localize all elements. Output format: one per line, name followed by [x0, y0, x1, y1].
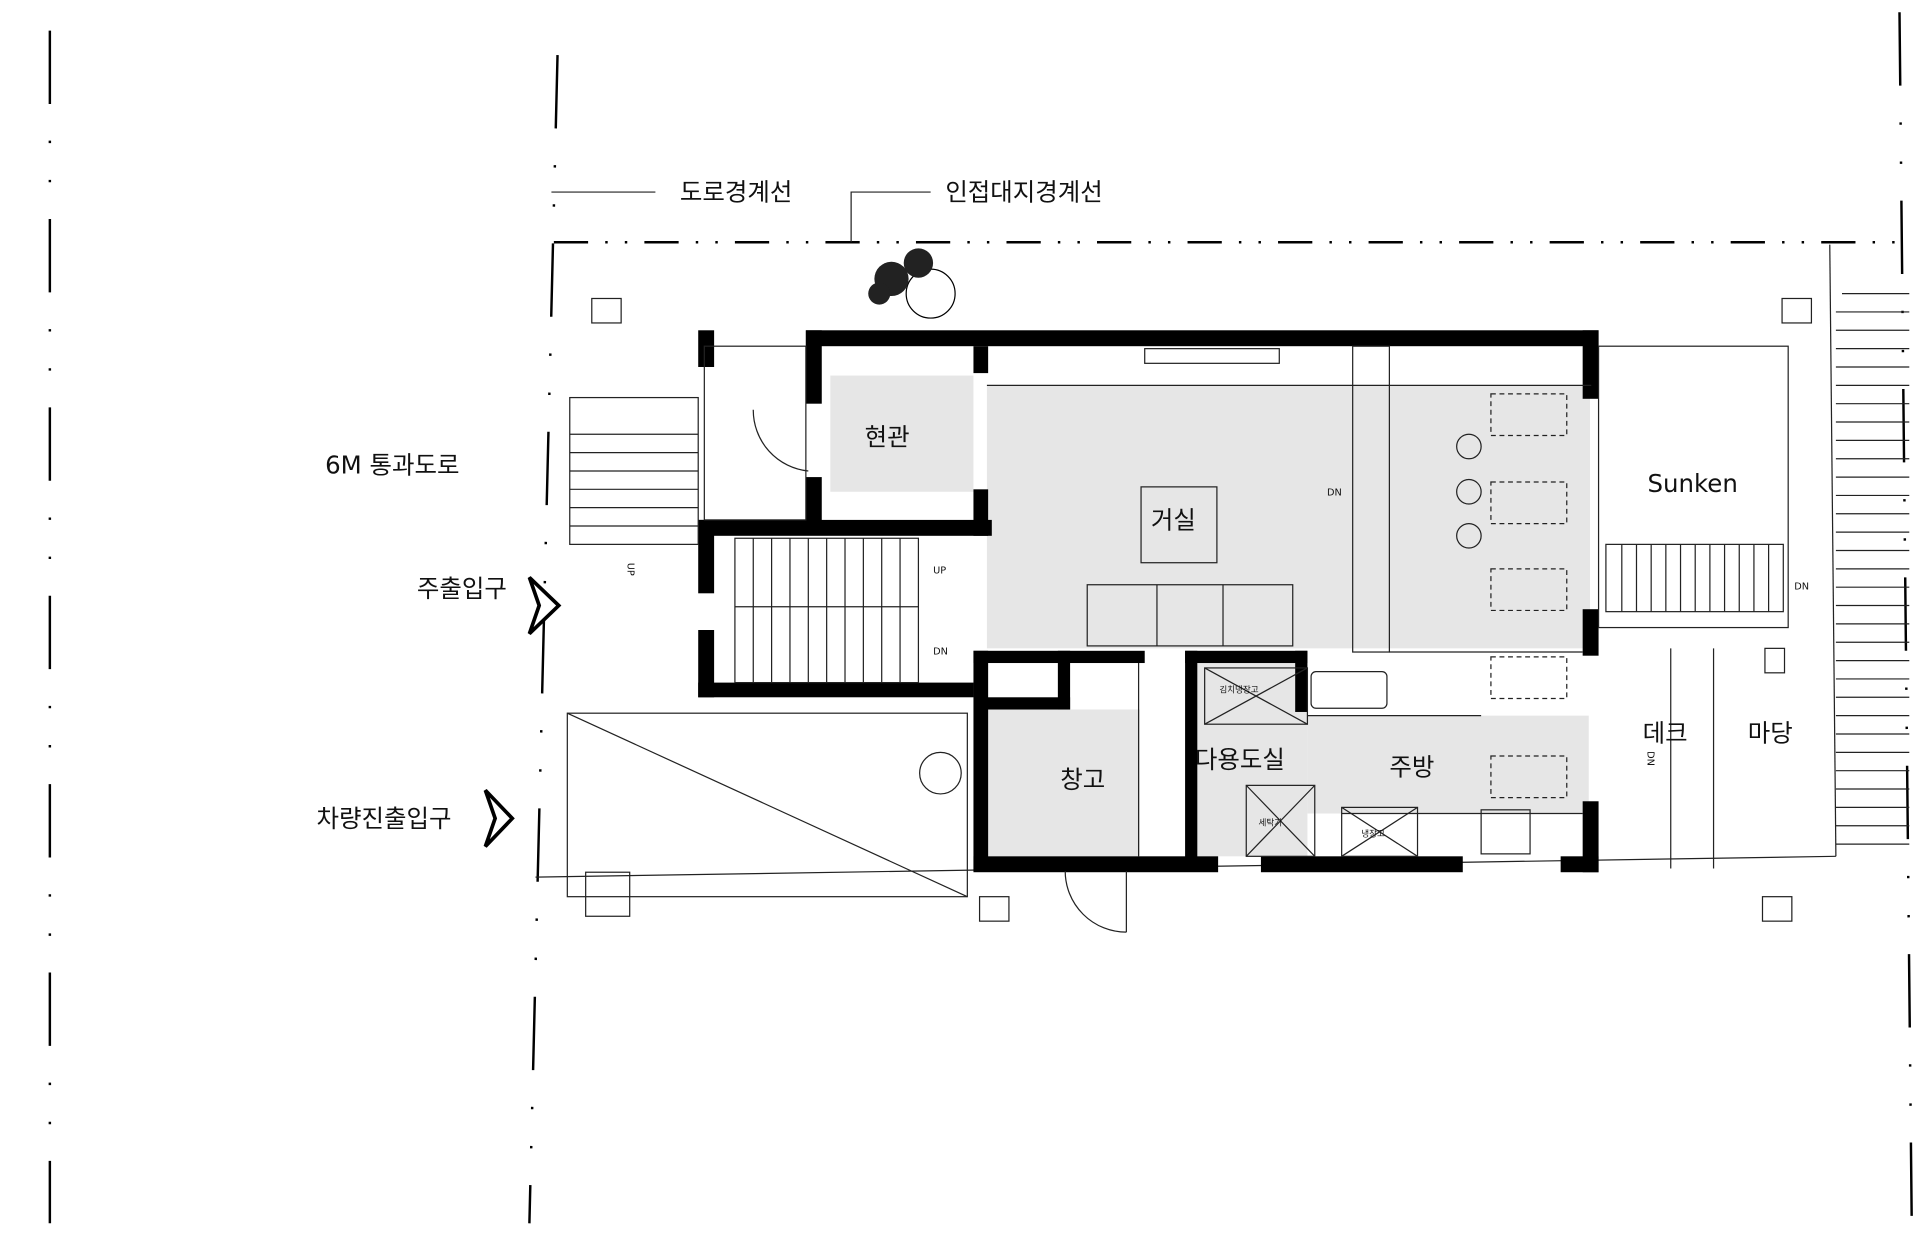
adjacent-boundary-label: 인접대지경계선 — [945, 178, 1102, 207]
storage-door[interactable] — [1064, 870, 1127, 933]
main-entrance-label: 주출입구 — [417, 574, 507, 603]
stair-up-label: UP — [933, 566, 946, 577]
walls — [698, 330, 1599, 873]
vehicle-entrance-label: 차량진출입구 — [317, 804, 452, 833]
room-label-yard: 마당 — [1748, 718, 1793, 747]
cooktop-icon — [1480, 809, 1531, 855]
vehicle-entrance-arrow-icon — [483, 788, 515, 848]
utility-floor — [1197, 663, 1308, 857]
room-label-deck: 데크 — [1643, 718, 1688, 747]
sunken-dn-label: DN — [1794, 582, 1809, 593]
entrance-floor — [830, 375, 974, 492]
yard-stairs — [1829, 244, 1910, 857]
room-label-living: 거실 — [1151, 505, 1196, 534]
room-label-utility: 다용도실 — [1195, 745, 1285, 774]
fridge-label: 냉장고 — [1361, 829, 1385, 840]
yard-steps — [569, 311, 1910, 845]
kitchen-sink-icon — [1310, 670, 1388, 709]
living-floor — [986, 385, 1591, 649]
room-label-storage: 창고 — [1060, 765, 1105, 794]
coffee-table — [1140, 486, 1218, 564]
site-markers — [585, 297, 1813, 922]
tree-icon — [868, 248, 956, 319]
main-entrance-arrow-icon — [527, 576, 562, 635]
sofa-icon — [1086, 584, 1294, 647]
living-dn-label: DN — [1327, 487, 1342, 498]
exterior-up-label: UP — [624, 563, 635, 576]
stair-dn-label: DN — [933, 646, 948, 657]
interior-lines — [566, 345, 1789, 898]
room-label-entrance: 현관 — [865, 422, 910, 451]
dining-chairs — [1456, 393, 1568, 799]
room-label-sunken: Sunken — [1648, 469, 1738, 498]
room-label-kitchen: 주방 — [1389, 753, 1434, 782]
kitchen-floor — [1307, 715, 1589, 814]
road-label: 6M 통과도로 — [325, 450, 459, 479]
road-boundary-label: 도로경계선 — [680, 178, 793, 207]
site-boundaries — [48, 12, 1913, 1224]
deck-dn-label: DN — [1645, 751, 1656, 766]
entrance-door[interactable] — [752, 409, 809, 472]
storage-floor — [986, 709, 1140, 857]
kimchi-fridge-label: 김치냉장고 — [1219, 683, 1258, 695]
drain-icon — [919, 751, 962, 795]
appliances — [1204, 667, 1531, 857]
washer-label: 세탁기 — [1258, 817, 1282, 829]
